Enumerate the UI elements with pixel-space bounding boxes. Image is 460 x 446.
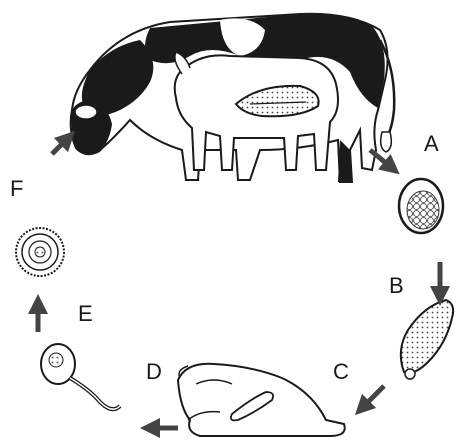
stage-e-cercaria [41,344,120,409]
stage-b-miracidium [401,300,453,379]
arrow-b-to-c [362,386,384,408]
stage-a-egg [399,179,443,233]
stage-label-d: D [146,361,162,383]
stage-label-a: A [424,133,439,155]
stage-label-b: B [389,275,404,297]
stage-f-metacercaria [16,228,64,276]
stage-label-e: E [78,303,93,325]
arrow-f-to-cow [52,138,68,154]
stage-d-snail [178,364,345,436]
stage-label-c: C [333,361,349,383]
stage-label-f: F [10,178,23,200]
